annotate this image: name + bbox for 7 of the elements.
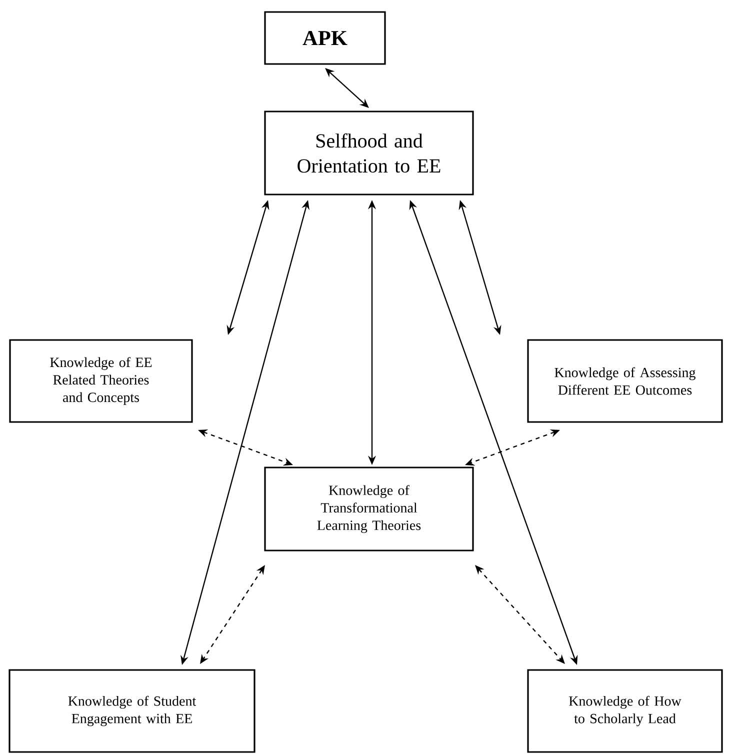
box: Knowledge of How to Scholarly Lead xyxy=(527,669,723,753)
box: Knowledge of Assessing Different EE Outcomes xyxy=(527,339,723,423)
box: Knowledge of EE Related Theories and Concepts xyxy=(9,339,193,423)
box: APK xyxy=(264,11,386,65)
box: Knowledge of Transformational Learning Theories xyxy=(264,466,474,552)
box: Selfhood and Orientation to EE xyxy=(264,110,474,196)
box: Knowledge of Student Engagement with EE xyxy=(8,669,256,753)
